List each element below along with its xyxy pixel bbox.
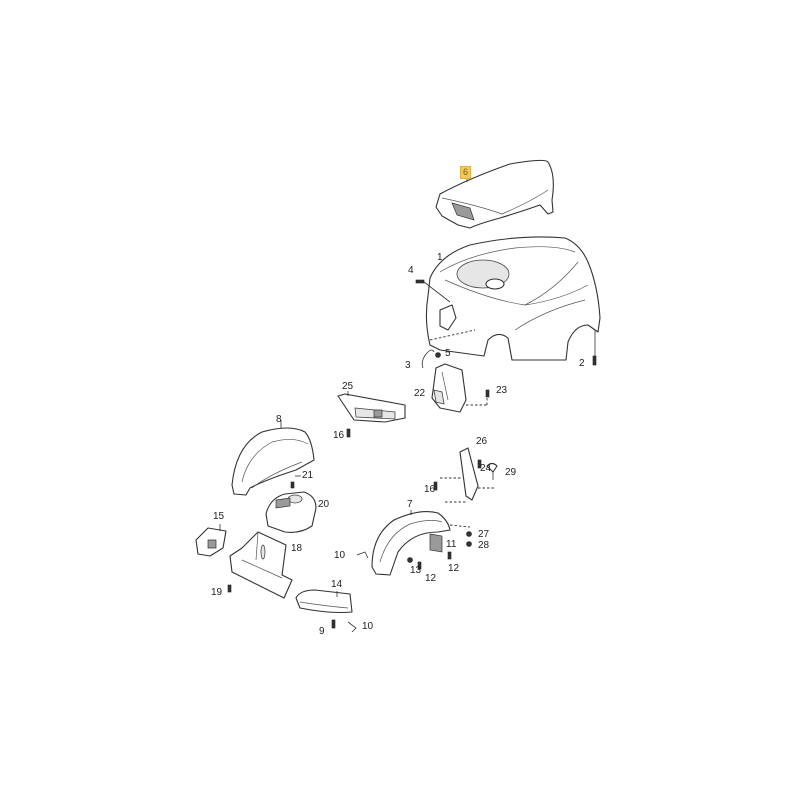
callout-25[interactable]: 25 [342, 381, 354, 392]
callout-10b[interactable]: 10 [362, 621, 374, 632]
callout-18[interactable]: 18 [291, 543, 303, 554]
lever-assembly [433, 447, 498, 503]
bracket-cover [431, 363, 490, 413]
front-trim [295, 589, 357, 633]
callout-12b[interactable]: 12 [425, 573, 437, 584]
fuel-tank-cover [265, 475, 317, 533]
front-apron [227, 531, 293, 599]
small-bracket [195, 524, 227, 557]
callout-10a[interactable]: 10 [334, 550, 346, 561]
callout-23[interactable]: 23 [496, 385, 508, 396]
callout-7[interactable]: 7 [407, 499, 413, 510]
callout-3[interactable]: 3 [405, 360, 411, 371]
callout-9[interactable]: 9 [319, 626, 325, 637]
callout-21[interactable]: 21 [302, 470, 314, 481]
callout-12a[interactable]: 12 [448, 563, 460, 574]
step-plate [337, 391, 406, 438]
callout-16b[interactable]: 16 [424, 484, 436, 495]
callout-26[interactable]: 26 [476, 436, 488, 447]
callout-1[interactable]: 1 [437, 252, 443, 263]
right-fender [356, 510, 472, 576]
hood-top-cover [435, 159, 554, 229]
fasteners-body [415, 279, 597, 369]
callout-14[interactable]: 14 [331, 579, 343, 590]
callout-2[interactable]: 2 [579, 358, 585, 369]
callout-8[interactable]: 8 [276, 414, 282, 425]
callout-5[interactable]: 5 [445, 348, 451, 359]
callout-6-highlighted[interactable]: 6 [460, 166, 472, 179]
callout-16a[interactable]: 16 [333, 430, 345, 441]
left-fender [231, 420, 315, 496]
callout-15[interactable]: 15 [213, 511, 225, 522]
callout-20[interactable]: 20 [318, 499, 330, 510]
callout-19[interactable]: 19 [211, 587, 223, 598]
rear-body-shell [425, 236, 601, 361]
callout-22[interactable]: 22 [414, 388, 426, 399]
callout-27[interactable]: 27 [478, 529, 490, 540]
callout-28[interactable]: 28 [478, 540, 490, 551]
callout-4[interactable]: 4 [408, 265, 414, 276]
callout-11[interactable]: 11 [446, 539, 457, 550]
callout-29[interactable]: 29 [505, 467, 517, 478]
callout-24[interactable]: 24 [480, 463, 492, 474]
callout-13[interactable]: 13 [410, 565, 422, 576]
